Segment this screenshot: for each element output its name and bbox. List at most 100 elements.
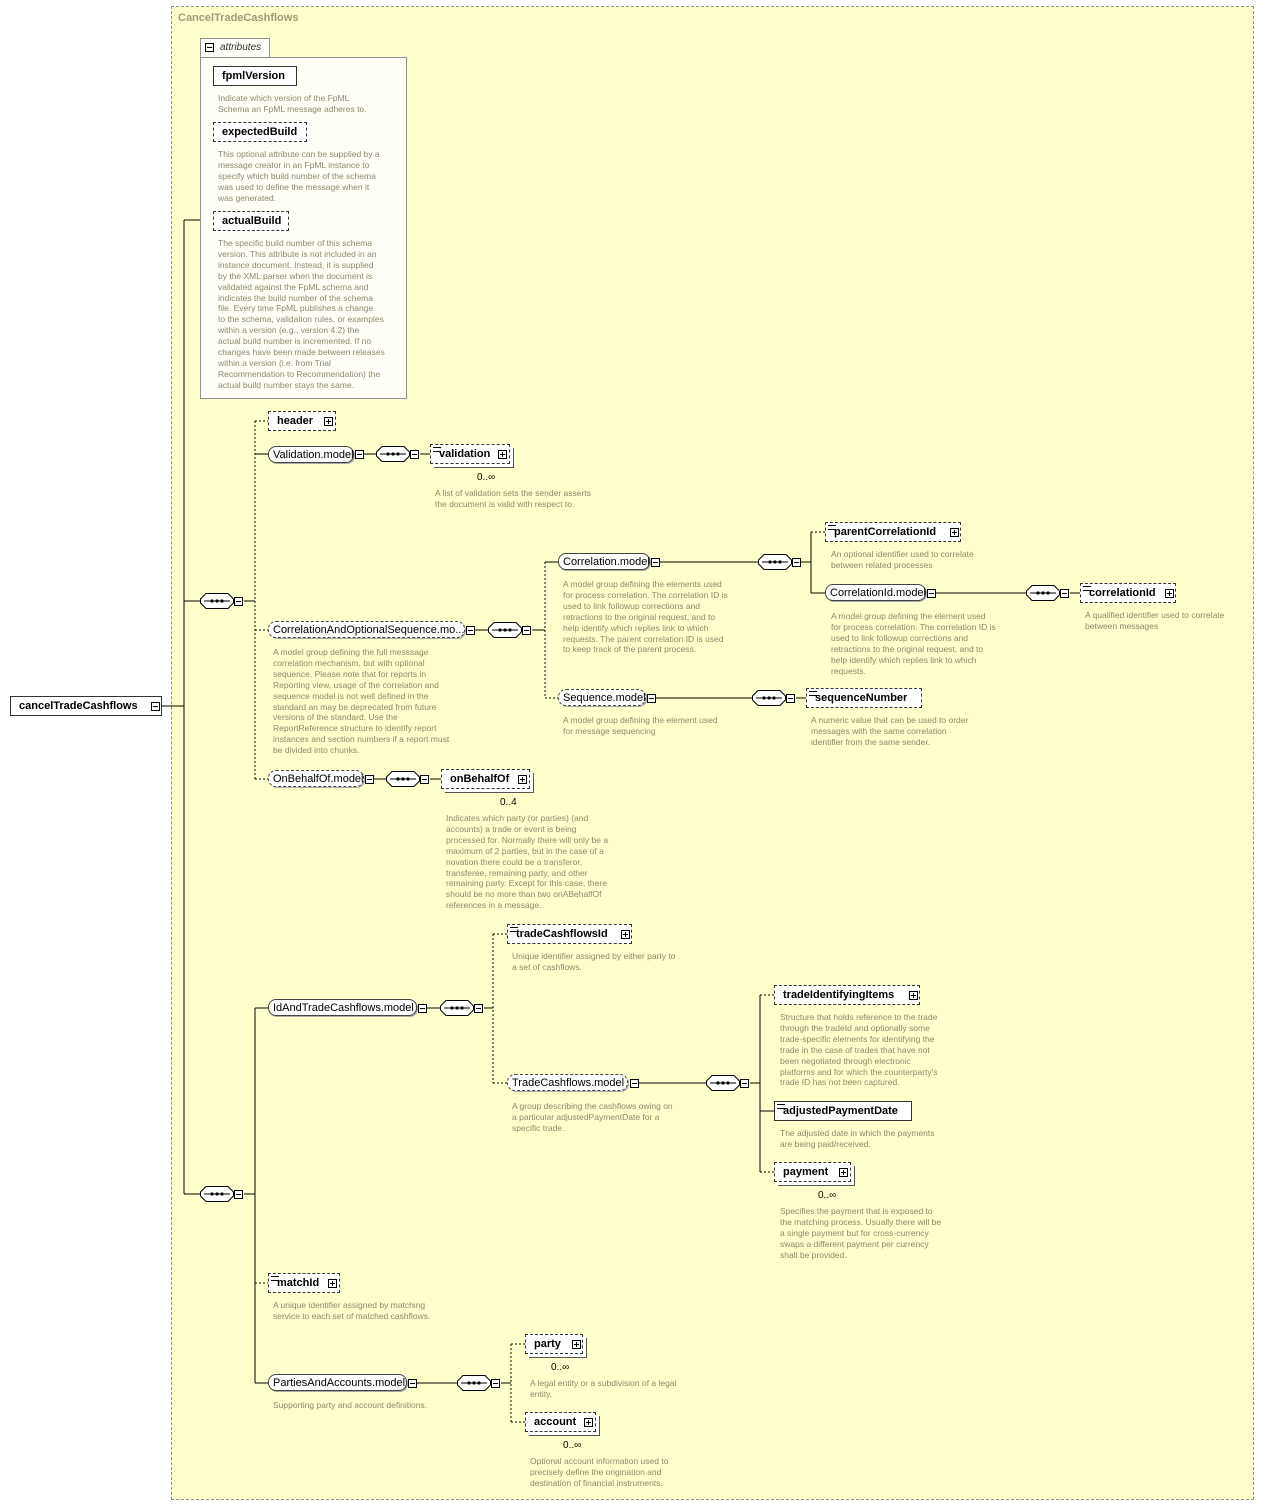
element-description: An optional identifier used to correlate… bbox=[831, 549, 974, 570]
collapse-icon[interactable] bbox=[408, 1379, 417, 1388]
element-header[interactable]: header bbox=[268, 411, 336, 431]
collapse-icon[interactable] bbox=[474, 1004, 483, 1013]
attributes-tab[interactable]: attributes bbox=[200, 38, 270, 57]
collapse-icon[interactable] bbox=[522, 626, 531, 635]
group-onbehalfof-model[interactable]: OnBehalfOf.model bbox=[268, 770, 364, 787]
collapse-icon[interactable] bbox=[420, 775, 429, 784]
collapse-icon[interactable] bbox=[234, 1190, 243, 1199]
sequence-compositor-cos[interactable] bbox=[488, 622, 522, 638]
element-trade-identifying-items[interactable]: tradeIdentifyingItems bbox=[774, 985, 920, 1005]
root-element[interactable]: cancelTradeCashflows bbox=[10, 696, 162, 716]
collapse-icon[interactable] bbox=[205, 43, 214, 52]
collapse-icon[interactable] bbox=[466, 626, 475, 635]
element-description: Structure that holds reference to the tr… bbox=[780, 1012, 938, 1088]
collapse-icon[interactable] bbox=[234, 597, 243, 606]
sequence-compositor-idtc[interactable] bbox=[440, 1000, 474, 1016]
group-sequence-model[interactable]: Sequence.model bbox=[558, 689, 646, 706]
element-match-id[interactable]: matchId bbox=[268, 1273, 340, 1293]
element-sequence-number[interactable]: sequenceNumber bbox=[806, 688, 922, 708]
attribute-actualbuild[interactable]: actualBuild bbox=[213, 211, 289, 231]
collapse-icon[interactable] bbox=[651, 558, 660, 567]
attribute-description: The specific build number of this schema… bbox=[218, 238, 385, 390]
attribute-label: expectedBuild bbox=[222, 126, 298, 138]
sequence-compositor-correlation[interactable] bbox=[758, 554, 792, 570]
collapse-icon[interactable] bbox=[1060, 589, 1069, 598]
collapse-icon[interactable] bbox=[630, 1079, 639, 1088]
expand-icon[interactable] bbox=[1165, 589, 1174, 598]
type-icon bbox=[828, 525, 836, 531]
expand-icon[interactable] bbox=[909, 991, 918, 1000]
attributes-tab-label: attributes bbox=[220, 42, 262, 53]
type-icon bbox=[809, 691, 817, 697]
sequence-compositor-pa[interactable] bbox=[457, 1375, 491, 1391]
element-description: Unique identifier assigned by either par… bbox=[512, 951, 676, 972]
group-validation-model[interactable]: Validation.model bbox=[268, 446, 354, 463]
sequence-compositor-onbehalfof[interactable] bbox=[386, 771, 420, 787]
sequence-compositor-correlationid[interactable] bbox=[1026, 585, 1060, 601]
element-trade-cashflows-id[interactable]: tradeCashflowsId bbox=[507, 924, 632, 944]
collapse-icon[interactable] bbox=[786, 694, 795, 703]
element-parent-correlation-id[interactable]: parentCorrelationId bbox=[825, 522, 961, 542]
occurrence-label: 0..∞ bbox=[551, 1362, 570, 1373]
root-label: cancelTradeCashflows bbox=[19, 700, 138, 712]
collapse-icon[interactable] bbox=[418, 1004, 427, 1013]
group-parties-accounts-model[interactable]: PartiesAndAccounts.model bbox=[268, 1374, 407, 1391]
element-description: A list of validation sets the sender ass… bbox=[435, 488, 591, 509]
expand-icon[interactable] bbox=[498, 450, 507, 459]
type-icon bbox=[510, 927, 518, 933]
collapse-icon[interactable] bbox=[927, 589, 936, 598]
expand-icon[interactable] bbox=[621, 930, 630, 939]
collapse-icon[interactable] bbox=[410, 450, 419, 459]
element-correlation-id[interactable]: correlationId bbox=[1080, 583, 1176, 603]
group-description: A group describing the cashflows owing o… bbox=[512, 1101, 673, 1133]
element-adjusted-payment-date[interactable]: adjustedPaymentDate bbox=[774, 1101, 912, 1121]
group-idtc-model[interactable]: IdAndTradeCashflows.model bbox=[268, 999, 417, 1016]
type-icon bbox=[777, 1104, 785, 1110]
group-description: A model group defining the elements used… bbox=[563, 579, 728, 655]
element-description: A qualified identifier used to correlate… bbox=[1085, 610, 1225, 631]
attribute-fpmlversion[interactable]: fpmlVersion bbox=[213, 66, 297, 86]
element-description: A legal entity or a subdivision of a leg… bbox=[530, 1378, 677, 1399]
group-description: Supporting party and account definitions… bbox=[273, 1400, 428, 1410]
group-tradecashflows-model[interactable]: TradeCashflows.model bbox=[507, 1074, 628, 1091]
collapse-icon[interactable] bbox=[491, 1379, 500, 1388]
collapse-icon[interactable] bbox=[355, 450, 364, 459]
element-validation[interactable]: validation bbox=[430, 444, 510, 464]
collapse-icon[interactable] bbox=[365, 775, 374, 784]
expand-icon[interactable] bbox=[950, 528, 959, 537]
collapse-icon[interactable] bbox=[151, 702, 160, 711]
group-cos-model[interactable]: CorrelationAndOptionalSequence.mo... bbox=[268, 621, 465, 638]
occurrence-label: 0..∞ bbox=[563, 1440, 582, 1451]
element-party[interactable]: party bbox=[525, 1334, 583, 1354]
attribute-expectedbuild[interactable]: expectedBuild bbox=[213, 122, 307, 142]
sequence-compositor-tc[interactable] bbox=[706, 1075, 740, 1091]
expand-icon[interactable] bbox=[839, 1168, 848, 1177]
expand-icon[interactable] bbox=[328, 1279, 337, 1288]
occurrence-label: 0..∞ bbox=[818, 1190, 837, 1201]
type-icon bbox=[1083, 586, 1091, 592]
element-payment[interactable]: payment bbox=[774, 1162, 851, 1182]
element-on-behalf-of[interactable]: onBehalfOf bbox=[441, 769, 530, 789]
expand-icon[interactable] bbox=[518, 775, 527, 784]
sequence-compositor-2[interactable] bbox=[200, 1186, 234, 1202]
collapse-icon[interactable] bbox=[647, 694, 656, 703]
sequence-compositor-1[interactable] bbox=[200, 593, 234, 609]
element-description: Specifies the payment that is exposed to… bbox=[780, 1206, 942, 1260]
type-name: CancelTradeCashflows bbox=[178, 12, 299, 24]
expand-icon[interactable] bbox=[324, 417, 333, 426]
attribute-description: This optional attribute can be supplied … bbox=[218, 149, 380, 203]
group-correlationid-model[interactable]: CorrelationId.model bbox=[825, 584, 926, 601]
sequence-compositor-sequence[interactable] bbox=[752, 690, 786, 706]
expand-icon[interactable] bbox=[572, 1340, 581, 1349]
group-description: A model group defining the full messsage… bbox=[273, 647, 450, 756]
group-correlation-model[interactable]: Correlation.model bbox=[558, 553, 650, 570]
collapse-icon[interactable] bbox=[792, 558, 801, 567]
type-icon bbox=[433, 447, 441, 453]
element-account[interactable]: account bbox=[525, 1412, 596, 1432]
expand-icon[interactable] bbox=[584, 1418, 593, 1427]
sequence-compositor-validation[interactable] bbox=[376, 446, 410, 462]
collapse-icon[interactable] bbox=[740, 1079, 749, 1088]
